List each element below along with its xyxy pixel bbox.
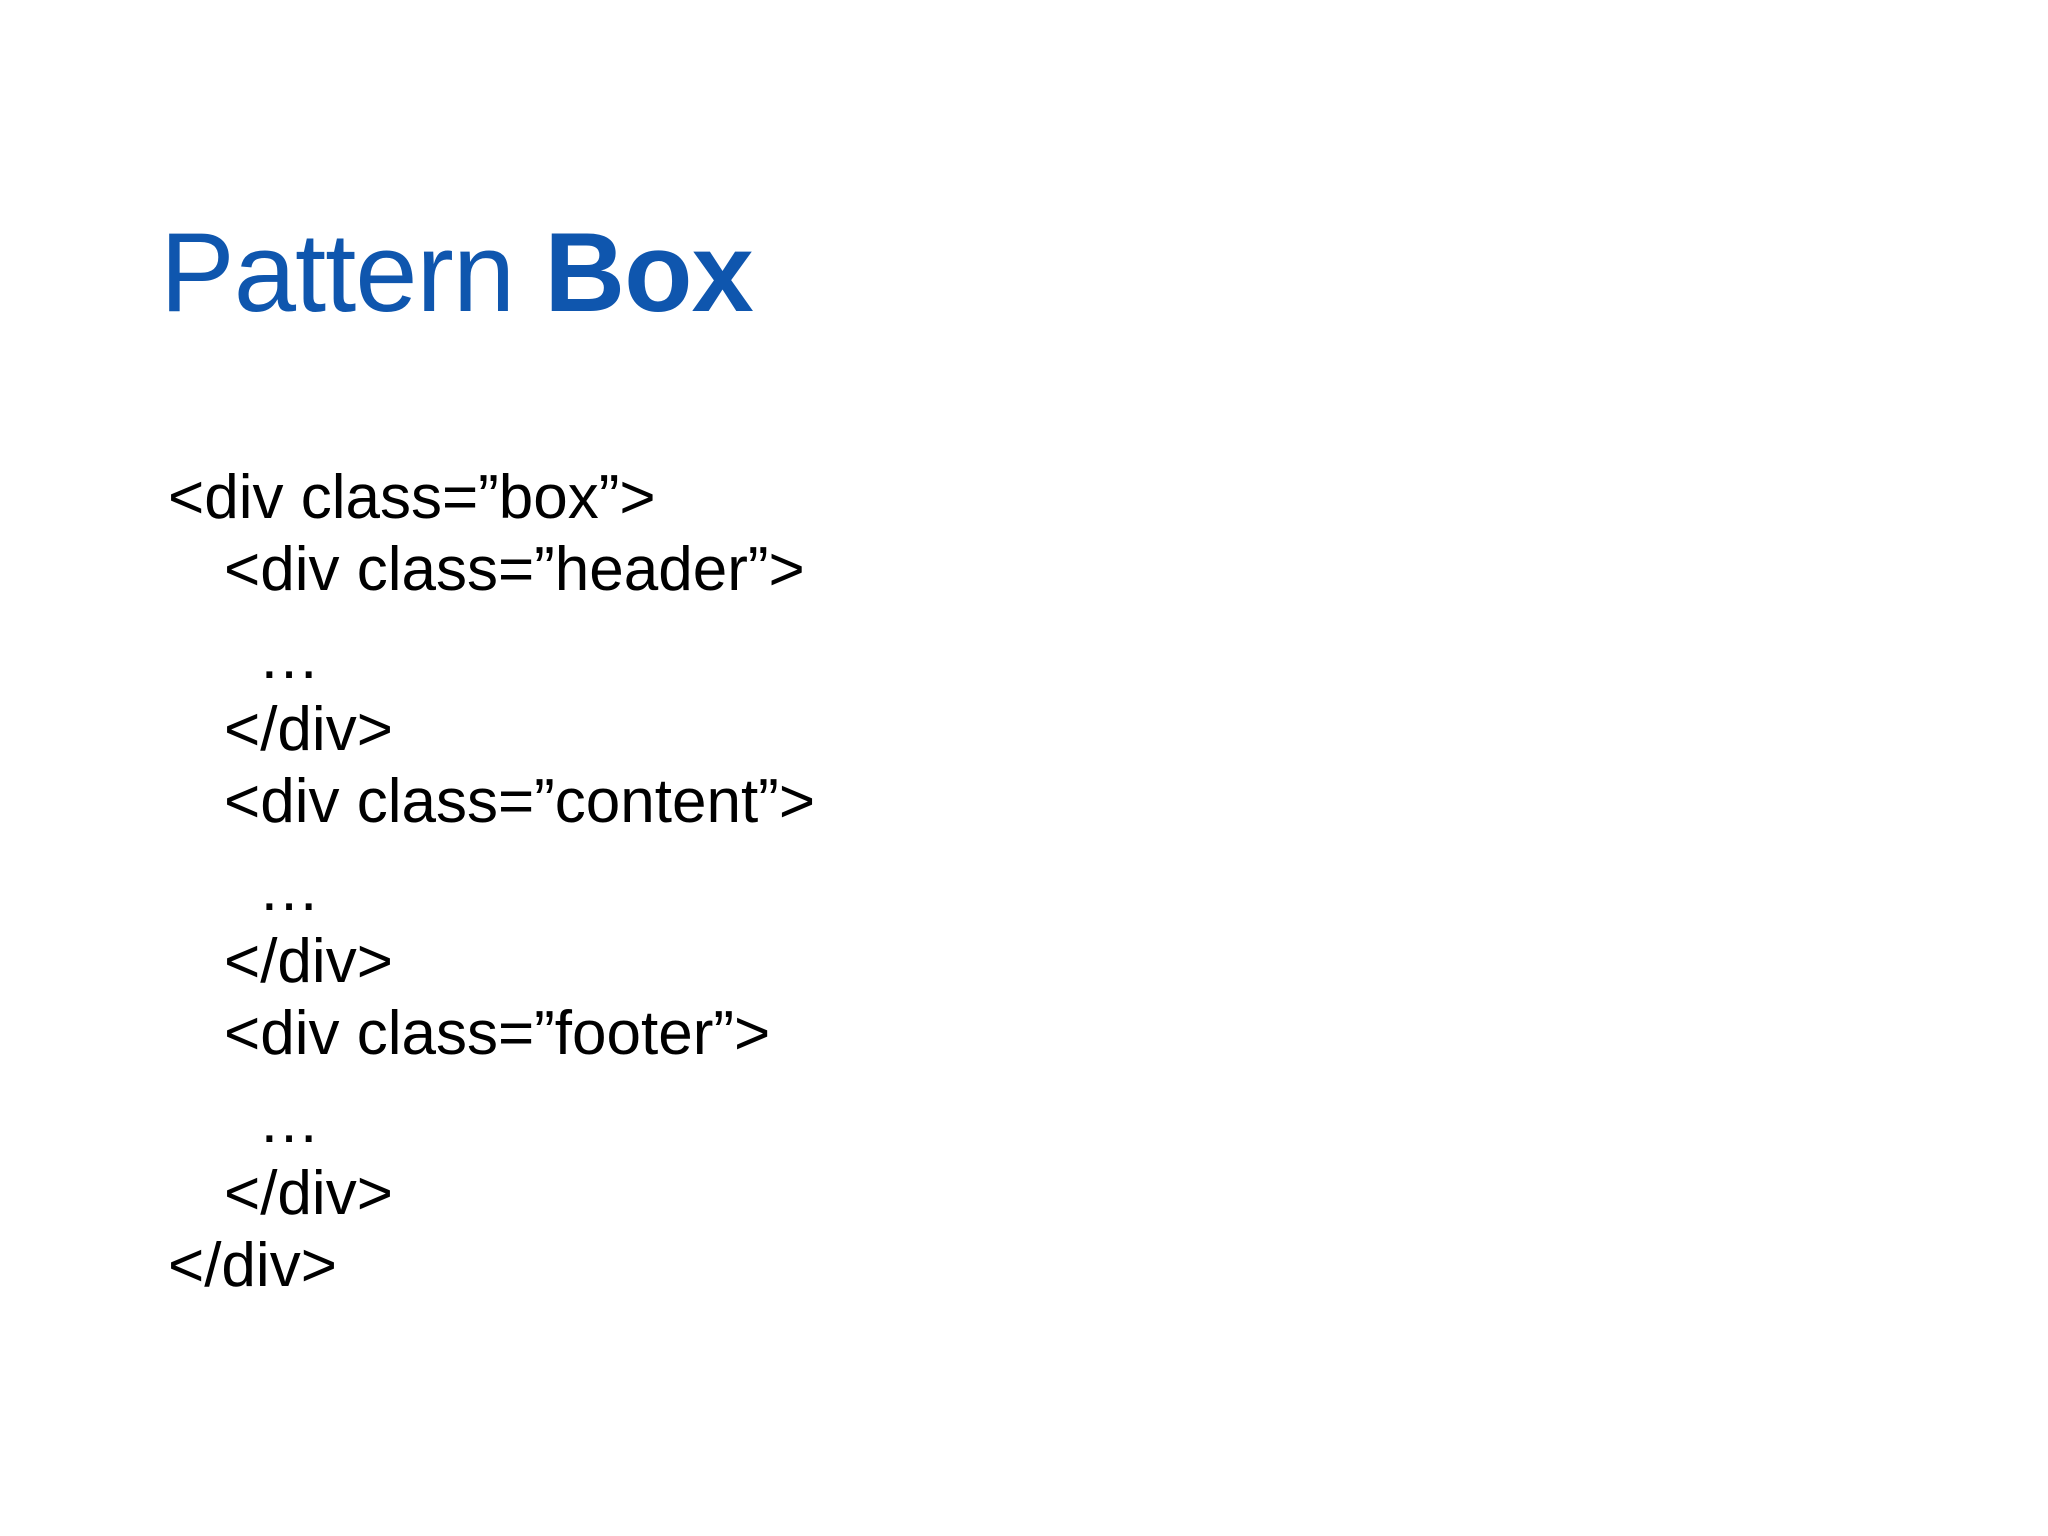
page-title-light-part: Pattern: [160, 210, 515, 336]
code-line: </div>: [224, 695, 393, 764]
code-line: </div>: [224, 927, 393, 996]
code-line-ellipsis: …: [258, 623, 322, 692]
code-line: </div>: [224, 1159, 393, 1228]
code-block: <div class=”box”><div class=”header”>…</…: [168, 462, 815, 1302]
page-title-separator: [514, 210, 544, 335]
code-line: <div class=”content”>: [224, 767, 816, 836]
code-line: <div class=”footer”>: [224, 999, 771, 1068]
code-line: </div>: [168, 1231, 337, 1300]
code-line-ellipsis: …: [258, 855, 322, 924]
code-line-ellipsis: …: [258, 1087, 322, 1156]
page-title-bold-part: Box: [544, 210, 754, 336]
page-title: Pattern Box: [160, 217, 754, 329]
code-line: <div class=”header”>: [224, 535, 805, 604]
code-line: <div class=”box”>: [168, 463, 656, 532]
